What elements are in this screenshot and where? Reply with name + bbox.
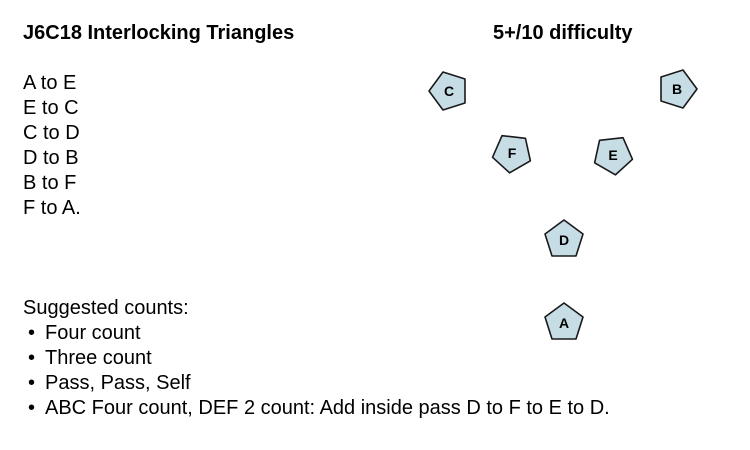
juggler-e-marker: E bbox=[593, 136, 634, 176]
svg-text:C: C bbox=[444, 83, 454, 99]
list-item: •ABC Four count, DEF 2 count: Add inside… bbox=[23, 396, 610, 421]
pass-step: E to C bbox=[23, 97, 79, 119]
pass-step: A to E bbox=[23, 72, 77, 94]
svg-text:A: A bbox=[559, 315, 569, 331]
pass-step: C to D bbox=[23, 122, 80, 144]
pass-step: F to A. bbox=[23, 197, 81, 219]
svg-text:F: F bbox=[508, 145, 517, 161]
list-item: •Pass, Pass, Self bbox=[23, 371, 610, 396]
juggler-c-marker: C bbox=[428, 71, 466, 111]
bullet-icon: • bbox=[28, 397, 36, 419]
juggler-d-marker: D bbox=[544, 219, 584, 257]
juggler-f-marker: F bbox=[491, 134, 532, 174]
juggler-a-marker: A bbox=[544, 302, 584, 340]
bullet-icon: • bbox=[28, 322, 36, 344]
bullet-icon: • bbox=[28, 347, 36, 369]
suggested-counts-heading: Suggested counts: bbox=[23, 297, 189, 319]
pass-sequence: A to E E to C C to D D to B B to F F to … bbox=[23, 71, 81, 221]
suggested-counts-list: •Four count •Three count •Pass, Pass, Se… bbox=[23, 321, 610, 421]
bullet-icon: • bbox=[28, 372, 36, 394]
svg-text:D: D bbox=[559, 232, 569, 248]
list-item: •Four count bbox=[23, 321, 610, 346]
svg-text:B: B bbox=[672, 81, 682, 97]
difficulty-rating: 5+/10 difficulty bbox=[493, 22, 633, 44]
pass-step: B to F bbox=[23, 172, 77, 194]
pass-step: D to B bbox=[23, 147, 79, 169]
page-title: J6C18 Interlocking Triangles bbox=[23, 22, 295, 44]
juggler-b-marker: B bbox=[660, 69, 698, 109]
list-item: •Three count bbox=[23, 346, 610, 371]
svg-text:E: E bbox=[608, 147, 617, 163]
